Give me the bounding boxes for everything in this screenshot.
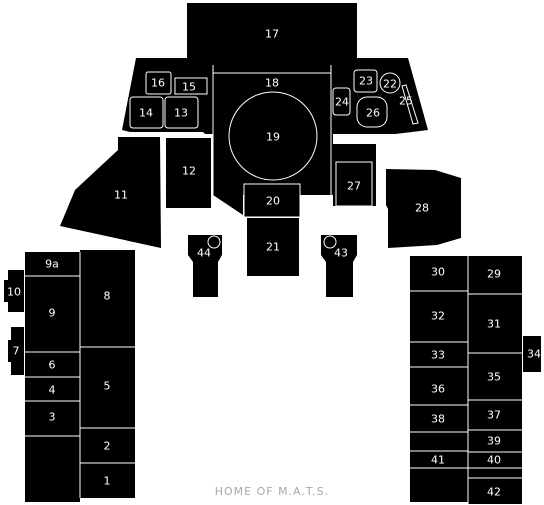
left-console-outer (80, 250, 135, 498)
panel-44[interactable] (188, 235, 222, 297)
label-8: 8 (104, 290, 111, 303)
panel-44-knob (207, 235, 221, 249)
panel-25[interactable] (401, 84, 419, 125)
panel-28[interactable] (386, 169, 461, 248)
label-19: 19 (266, 131, 280, 144)
label-40: 40 (487, 454, 501, 467)
label-41: 41 (431, 454, 445, 467)
label-16: 16 (151, 77, 165, 90)
label-24: 24 (335, 96, 349, 109)
label-9a: 9a (45, 258, 59, 271)
right-console-outer (468, 256, 522, 504)
label-12: 12 (182, 165, 196, 178)
label-14: 14 (139, 107, 153, 120)
panel-10[interactable] (4, 270, 24, 312)
panel-17[interactable] (187, 3, 357, 65)
label-17: 17 (265, 28, 279, 41)
label-38: 38 (431, 413, 445, 426)
label-31: 31 (487, 318, 501, 331)
panel-22[interactable] (379, 72, 401, 94)
panel-12[interactable] (166, 138, 211, 208)
panel-34[interactable] (523, 336, 541, 372)
label-34: 34 (527, 348, 541, 361)
label-10: 10 (7, 286, 21, 299)
label-11: 11 (114, 189, 128, 202)
panel-19[interactable] (228, 91, 318, 181)
label-37: 37 (487, 409, 501, 422)
label-2: 2 (104, 440, 111, 453)
panel-21[interactable] (247, 218, 299, 276)
label-23: 23 (359, 75, 373, 88)
label-21: 21 (266, 241, 280, 254)
panel-14[interactable] (129, 96, 164, 129)
panel-16[interactable] (145, 71, 172, 95)
label-3: 3 (49, 411, 56, 424)
label-33: 33 (431, 349, 445, 362)
label-32: 32 (431, 310, 445, 323)
label-39: 39 (487, 435, 501, 448)
panel-23[interactable] (353, 69, 378, 93)
label-25: 25 (399, 95, 413, 108)
panel-26[interactable] (356, 96, 388, 128)
label-26: 26 (366, 107, 380, 120)
label-20: 20 (266, 195, 280, 208)
label-42: 42 (487, 486, 501, 499)
panel-20[interactable] (243, 183, 301, 218)
panel-11[interactable] (60, 137, 161, 248)
label-18: 18 (265, 77, 279, 90)
label-22: 22 (383, 78, 397, 91)
panel-43-knob (323, 235, 337, 249)
footer-caption: HOME OF M.A.T.S. (214, 485, 330, 498)
label-15: 15 (182, 81, 196, 94)
label-13: 13 (174, 107, 188, 120)
label-4: 4 (49, 384, 56, 397)
panel-27[interactable] (335, 161, 373, 207)
panel-7[interactable] (8, 327, 24, 375)
label-36: 36 (431, 383, 445, 396)
panel-43[interactable] (321, 235, 357, 297)
panel-24[interactable] (332, 87, 351, 116)
label-29: 29 (487, 268, 501, 281)
label-43: 43 (334, 247, 348, 260)
label-44: 44 (197, 247, 211, 260)
label-6: 6 (49, 359, 56, 372)
label-9: 9 (49, 307, 56, 320)
label-27: 27 (347, 180, 361, 193)
label-1: 1 (104, 475, 111, 488)
label-7: 7 (13, 345, 20, 358)
label-28: 28 (415, 202, 429, 215)
panel-13[interactable] (164, 96, 199, 129)
panel-15[interactable] (174, 77, 208, 95)
label-5: 5 (104, 380, 111, 393)
right-console-inner (410, 256, 468, 502)
label-30: 30 (431, 266, 445, 279)
label-35: 35 (487, 371, 501, 384)
